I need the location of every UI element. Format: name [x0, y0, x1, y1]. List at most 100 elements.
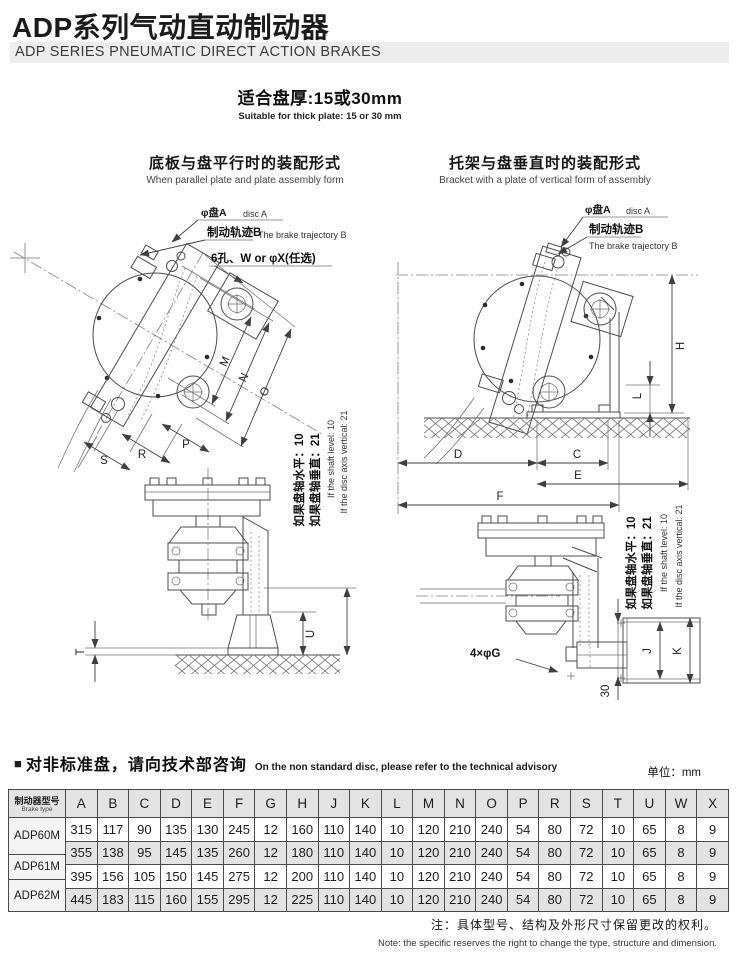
- left-dims-prs: S R P: [77, 409, 210, 471]
- spec-cell: 110: [317, 840, 351, 865]
- spec-cell: 54: [506, 887, 540, 912]
- model-label: ADP62M: [13, 889, 61, 902]
- spec-cell: 120: [412, 840, 445, 865]
- spec-cell: 155: [191, 887, 224, 912]
- vertical-mount-plate: [622, 617, 701, 684]
- spec-row: 445 183 115 160 155 295 12 225 110 140 1…: [9, 887, 729, 912]
- spec-cell: 10: [380, 840, 414, 865]
- fit-thickness-note: 适合盘厚:15或30mm Suitable for thick plate: 1…: [160, 84, 480, 122]
- note-shaft-level-cn: 如果盘轴水平：10: [624, 516, 638, 609]
- spec-cell: 110: [317, 887, 351, 912]
- spec-col-header: K: [349, 789, 382, 818]
- spec-col-header: O: [475, 789, 508, 818]
- spec-col-header: D: [159, 789, 193, 818]
- spec-cell: 140: [349, 840, 382, 865]
- spec-cell: 8: [664, 864, 698, 889]
- spec-cell: 240: [475, 817, 508, 842]
- spec-cell: 9: [696, 817, 729, 842]
- spec-col-header: P: [506, 789, 540, 818]
- right-drawing-title-en: Bracket with a plate of vertical form of…: [439, 175, 651, 186]
- spec-cell: 72: [570, 840, 603, 865]
- page-title: ADP系列气动直动制动器: [12, 12, 330, 43]
- spec-cell: 12: [254, 817, 287, 842]
- fit-thickness-en: Suitable for thick plate: 15 or 30 mm: [238, 111, 402, 122]
- spec-cell: 120: [412, 864, 445, 889]
- note-axis-vertical-en: If the disc axis vertical: 21: [339, 410, 349, 513]
- note-shaft-level-en: If the shaft level: 10: [326, 420, 336, 498]
- spec-cell: 150: [159, 864, 193, 889]
- spec-cell: 295: [222, 887, 256, 912]
- right-dims-hl: H L: [624, 274, 687, 437]
- dim-label-r: R: [138, 449, 146, 461]
- right-callouts: φ盘A disc A 制动轨迹B The brake trajectory B: [557, 203, 678, 255]
- disc-a-label-en: disc A: [243, 209, 267, 219]
- spec-col-header: G: [254, 789, 287, 818]
- right-drawing-title: 托架与盘垂直时的装配形式 Bracket with a plate of ver…: [400, 152, 690, 186]
- left-rotated-notes: 如果盘轴水平：10 如果盘轴垂直：21 If the shaft level: …: [292, 410, 349, 526]
- holes-label: 6孔、W or φX(任选): [211, 251, 316, 265]
- spec-col-header: F: [222, 789, 256, 818]
- spec-col-header: J: [317, 789, 351, 818]
- dim-label-n: N: [237, 371, 251, 384]
- spec-cell: 9: [696, 864, 729, 889]
- spec-cell: 10: [380, 864, 414, 889]
- right-disc: [473, 275, 601, 403]
- page-subtitle-band: ADP SERIES PNEUMATIC DIRECT ACTION BRAKE…: [10, 42, 729, 63]
- spec-col-header: B: [96, 789, 130, 818]
- spec-cell: 145: [191, 864, 224, 889]
- spec-cell: 140: [349, 864, 382, 889]
- spec-col-header: X: [696, 789, 729, 818]
- spec-col-header: W: [664, 789, 698, 818]
- spec-cell: 9: [696, 887, 729, 912]
- spec-cell: 80: [538, 840, 571, 865]
- spec-cell: 12: [254, 840, 287, 865]
- spec-cell: 135: [191, 840, 224, 865]
- spec-cell: 130: [191, 817, 224, 842]
- dim-label-e: E: [574, 470, 582, 482]
- footer-notes: 注：具体型号、结构及外形尺寸保留更改的权利。 Note: the specifi…: [378, 916, 717, 949]
- left-dims-mno: M N O: [167, 254, 296, 448]
- spec-cell: 156: [96, 864, 130, 889]
- right-drawing: φ盘A disc A 制动轨迹B The brake trajectory B …: [396, 203, 701, 700]
- ground-hatch: [424, 418, 690, 438]
- spec-cell: 10: [601, 840, 635, 865]
- left-drawing-title-en: When parallel plate and plate assembly f…: [146, 175, 344, 186]
- spec-col-header: U: [633, 789, 666, 818]
- advisory-en: On the non standard disc, please refer t…: [254, 762, 558, 773]
- dim-label-u: U: [305, 630, 317, 638]
- square-bullet-icon: ■: [14, 756, 22, 771]
- spec-cell: 10: [601, 864, 635, 889]
- dim-label-d: D: [454, 449, 462, 461]
- right-dims-dcef: D C E F: [397, 420, 689, 512]
- spec-cell: 145: [159, 840, 193, 865]
- right-side-view: [416, 515, 701, 684]
- disc-a-label-cn: φ盘A: [201, 206, 227, 219]
- spec-cell: 180: [285, 840, 319, 865]
- spec-cell: 240: [475, 864, 508, 889]
- spec-col-header: M: [412, 789, 445, 818]
- trajectory-label-en: The brake trajectory B: [258, 230, 347, 240]
- spec-cell: 140: [349, 817, 382, 842]
- spec-cell: 240: [475, 840, 508, 865]
- dim-label-c: C: [573, 449, 581, 461]
- spec-row: ADP60M ADP61M ADP62M 315 117 90 135 130 …: [8, 817, 729, 912]
- dim-label-h: H: [675, 342, 687, 350]
- dim-label-k: K: [672, 647, 684, 655]
- disc-a-label-cn: φ盘A: [585, 203, 611, 216]
- spec-cell: 225: [285, 887, 319, 912]
- spec-cell: 315: [65, 817, 98, 842]
- spec-cell: 10: [601, 817, 635, 842]
- trajectory-label-cn: 制动轨迹B: [207, 225, 261, 239]
- spec-cell: 210: [443, 840, 477, 865]
- unit-label: 单位：mm: [647, 767, 701, 779]
- spec-cell: 210: [443, 817, 477, 842]
- spec-cell: 210: [443, 864, 477, 889]
- trajectory-label-cn: 制动轨迹B: [589, 222, 643, 236]
- fit-thickness-cn: 适合盘厚:15或30mm: [237, 89, 403, 108]
- dim-label-l: L: [632, 392, 644, 399]
- left-side-view: [144, 468, 340, 674]
- note-axis-vertical-cn: 如果盘轴垂直：21: [308, 433, 322, 527]
- spec-cell: 12: [254, 887, 287, 912]
- spec-rowheader-cn: 制动器型号: [14, 796, 60, 806]
- spec-row: 395 156 105 150 145 275 12 200 110 140 1…: [9, 864, 729, 889]
